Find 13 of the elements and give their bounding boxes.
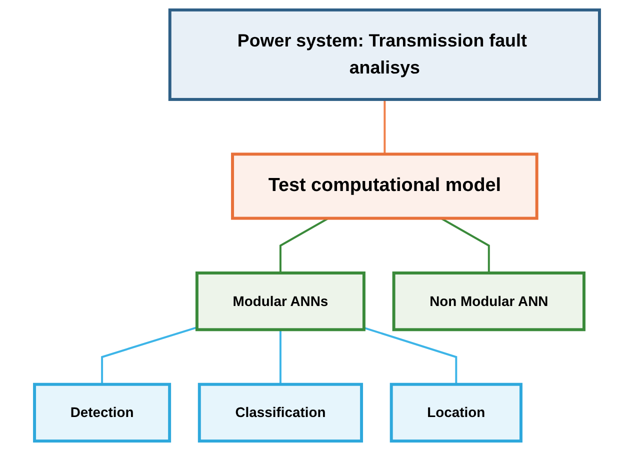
- connector: [279, 330, 282, 384]
- connector: [279, 217, 329, 273]
- node-box: Classification: [198, 382, 364, 443]
- node-box: Location: [390, 382, 522, 443]
- node-box: Power system: Transmission fault analisys: [168, 8, 601, 101]
- node-box: Detection: [33, 382, 172, 443]
- node-box: Non Modular ANN: [392, 272, 586, 332]
- connector: [384, 99, 386, 154]
- node-box: Modular ANNs: [195, 272, 366, 332]
- node-box: Test computational model: [231, 152, 538, 220]
- connector: [364, 326, 458, 384]
- connector: [440, 217, 490, 273]
- connector: [101, 326, 198, 384]
